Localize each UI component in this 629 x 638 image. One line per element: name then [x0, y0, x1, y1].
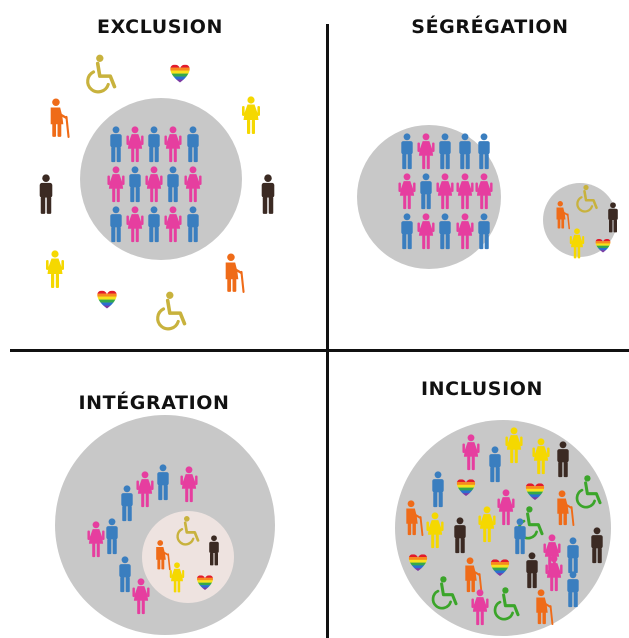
female-figure-icon: [126, 206, 144, 243]
male-figure-icon: [401, 213, 413, 250]
male-figure-icon: [129, 166, 141, 203]
male-figure-icon: [557, 441, 569, 478]
title-inclusion: INCLUSION: [421, 378, 543, 400]
female-figure-icon: [145, 166, 163, 203]
elderly-person-icon: [557, 490, 575, 527]
wheelchair-icon: [86, 54, 117, 94]
wheelchair-icon: [576, 184, 598, 213]
female-figure-icon: [126, 126, 144, 163]
male-figure-icon: [459, 133, 471, 170]
male-figure-icon: [110, 126, 122, 163]
elderly-person-icon: [225, 253, 245, 293]
female-figure-icon: [471, 589, 489, 626]
male-figure-icon: [439, 133, 451, 170]
rainbow-heart-icon: [97, 290, 117, 309]
female-figure-icon: [87, 521, 105, 558]
female-figure-icon: [164, 126, 182, 163]
female-figure-icon: [462, 434, 480, 471]
elderly-person-icon: [556, 201, 570, 230]
female-figure-icon: [436, 173, 454, 210]
female-figure-icon: [497, 489, 515, 526]
male-figure-icon: [39, 174, 53, 214]
male-figure-icon: [420, 173, 432, 210]
title-integration: INTÉGRATION: [78, 392, 230, 414]
female-figure-icon: [136, 471, 154, 508]
male-figure-icon: [110, 206, 122, 243]
female-figure-icon: [164, 206, 182, 243]
elderly-person-icon: [465, 557, 483, 594]
female-figure-icon: [456, 213, 474, 250]
female-figure-icon: [398, 173, 416, 210]
integration-inner-circle: [142, 511, 234, 603]
female-figure-icon: [532, 438, 550, 475]
male-figure-icon: [119, 556, 131, 593]
title-segregation: SÉGRÉGATION: [411, 16, 569, 38]
male-figure-icon: [209, 535, 219, 566]
male-figure-icon: [167, 166, 179, 203]
male-figure-icon: [514, 518, 526, 555]
male-figure-icon: [591, 527, 603, 564]
female-figure-icon: [132, 578, 150, 615]
elderly-person-icon: [50, 98, 70, 138]
female-figure-icon: [478, 506, 496, 543]
female-figure-icon: [107, 166, 125, 203]
male-figure-icon: [454, 517, 466, 554]
female-figure-icon: [545, 555, 563, 592]
female-figure-icon: [417, 213, 435, 250]
male-figure-icon: [187, 126, 199, 163]
male-figure-icon: [106, 518, 118, 555]
female-figure-icon: [184, 166, 202, 203]
wheelchair-icon: [431, 576, 458, 610]
vertical-divider: [326, 24, 329, 638]
elderly-person-icon: [156, 540, 171, 571]
horizontal-divider: [10, 349, 629, 352]
male-figure-icon: [478, 213, 490, 250]
male-figure-icon: [478, 133, 490, 170]
wheelchair-icon: [575, 475, 602, 509]
female-figure-icon: [543, 534, 561, 571]
male-figure-icon: [439, 213, 451, 250]
female-figure-icon: [180, 466, 198, 503]
male-figure-icon: [567, 571, 579, 608]
wheelchair-icon: [493, 587, 520, 621]
female-figure-icon: [456, 173, 474, 210]
male-figure-icon: [121, 485, 133, 522]
title-exclusion: EXCLUSION: [97, 16, 223, 38]
female-figure-icon: [569, 228, 585, 259]
male-figure-icon: [401, 133, 413, 170]
female-figure-icon: [46, 250, 64, 288]
wheelchair-icon: [176, 516, 200, 546]
male-figure-icon: [489, 446, 501, 483]
male-figure-icon: [157, 464, 169, 501]
male-figure-icon: [567, 537, 579, 574]
male-figure-icon: [526, 552, 538, 589]
wheelchair-icon: [156, 291, 187, 331]
elderly-person-icon: [406, 500, 424, 537]
female-figure-icon: [505, 427, 523, 464]
male-figure-icon: [608, 202, 618, 233]
male-figure-icon: [148, 126, 160, 163]
elderly-person-icon: [536, 589, 554, 626]
female-figure-icon: [242, 96, 260, 134]
female-figure-icon: [169, 562, 185, 593]
rainbow-heart-icon: [170, 64, 190, 83]
male-figure-icon: [148, 206, 160, 243]
male-figure-icon: [261, 174, 275, 214]
female-figure-icon: [475, 173, 493, 210]
male-figure-icon: [432, 471, 444, 508]
male-figure-icon: [187, 206, 199, 243]
female-figure-icon: [426, 512, 444, 549]
female-figure-icon: [417, 133, 435, 170]
